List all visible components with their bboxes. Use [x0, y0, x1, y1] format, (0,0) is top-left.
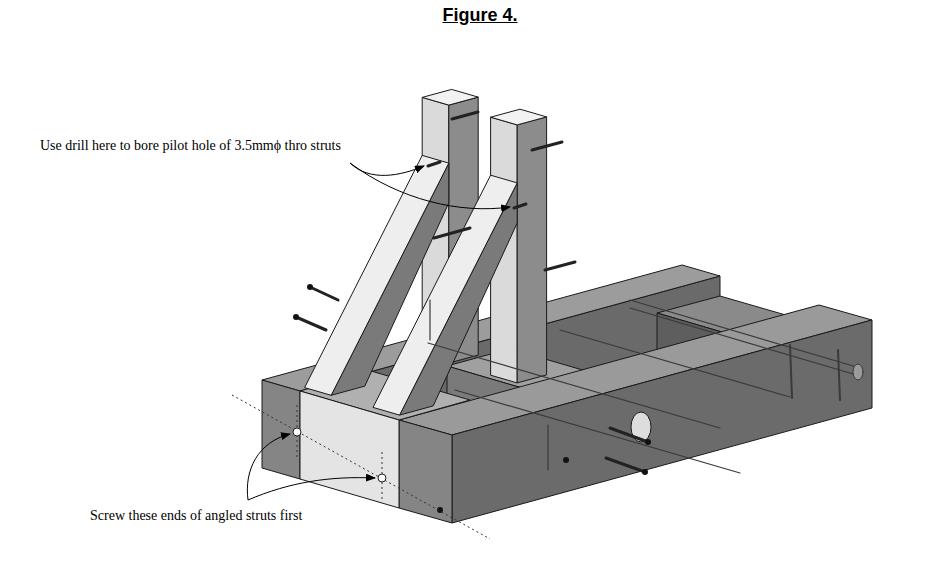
screw — [545, 262, 575, 270]
rod — [547, 425, 548, 470]
figure-title: Figure 4. — [442, 5, 517, 26]
screw — [428, 162, 440, 166]
leader-line — [350, 163, 510, 209]
rods — [428, 300, 863, 473]
rod — [428, 343, 720, 428]
screw-points — [293, 428, 386, 482]
screw — [610, 428, 648, 442]
screw — [514, 204, 526, 208]
screw-head — [293, 314, 299, 320]
leader-line — [248, 478, 375, 500]
post-top — [491, 109, 547, 125]
strut-face — [373, 175, 517, 415]
dowel-end — [853, 364, 863, 380]
screw-point — [293, 428, 301, 436]
callout-note: Screw these ends of angled struts first — [90, 507, 302, 524]
screw — [532, 142, 562, 150]
callout-note: Use drill here to bore pilot hole of 3.5… — [40, 137, 341, 154]
screw-head — [307, 284, 313, 290]
screw — [296, 317, 326, 330]
screw — [452, 112, 478, 119]
left-rail-end — [262, 380, 300, 479]
rod — [838, 350, 840, 400]
rod — [560, 330, 790, 397]
screw-heads — [293, 284, 651, 513]
screw-point — [378, 474, 386, 482]
post-top — [422, 89, 478, 105]
post-side — [517, 117, 546, 383]
screws — [296, 112, 648, 472]
frame — [262, 89, 872, 523]
right-rail-side — [452, 320, 872, 523]
leader-line — [247, 434, 290, 500]
screw-head — [563, 457, 569, 463]
rod — [630, 300, 860, 368]
screw-head — [645, 439, 651, 445]
right-rail-end — [399, 420, 452, 523]
rod — [429, 300, 430, 340]
leader-line — [350, 163, 424, 175]
rod — [790, 345, 792, 398]
screw — [434, 228, 470, 238]
screw — [606, 458, 645, 472]
rod — [455, 390, 740, 473]
leader-lines — [247, 163, 510, 500]
rod — [630, 308, 860, 376]
screw-head — [642, 469, 648, 475]
screw — [310, 287, 338, 300]
